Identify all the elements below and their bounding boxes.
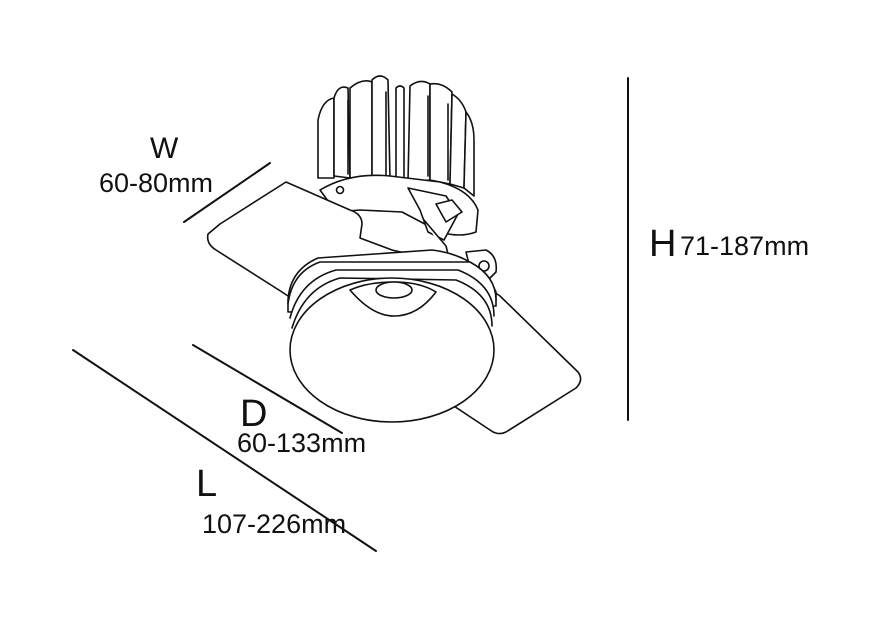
width-dimension-line [183,162,271,223]
height-range: 71-187mm [680,231,810,261]
depth-dimension-line [192,344,343,434]
trim-front-face [289,277,495,423]
length-dimension-line [72,349,377,552]
height-letter: H [649,223,677,265]
depth-range: 60-133mm [237,428,367,458]
trim-body [287,249,497,423]
heat-sink [317,75,475,197]
width-letter: W [150,132,179,165]
lens-recess [349,281,437,317]
length-range: 107-226mm [202,509,347,539]
mounting-bracket [319,174,498,281]
width-range: 60-80mm [99,168,214,198]
length-letter: L [196,463,218,505]
depth-letter: D [240,393,268,435]
